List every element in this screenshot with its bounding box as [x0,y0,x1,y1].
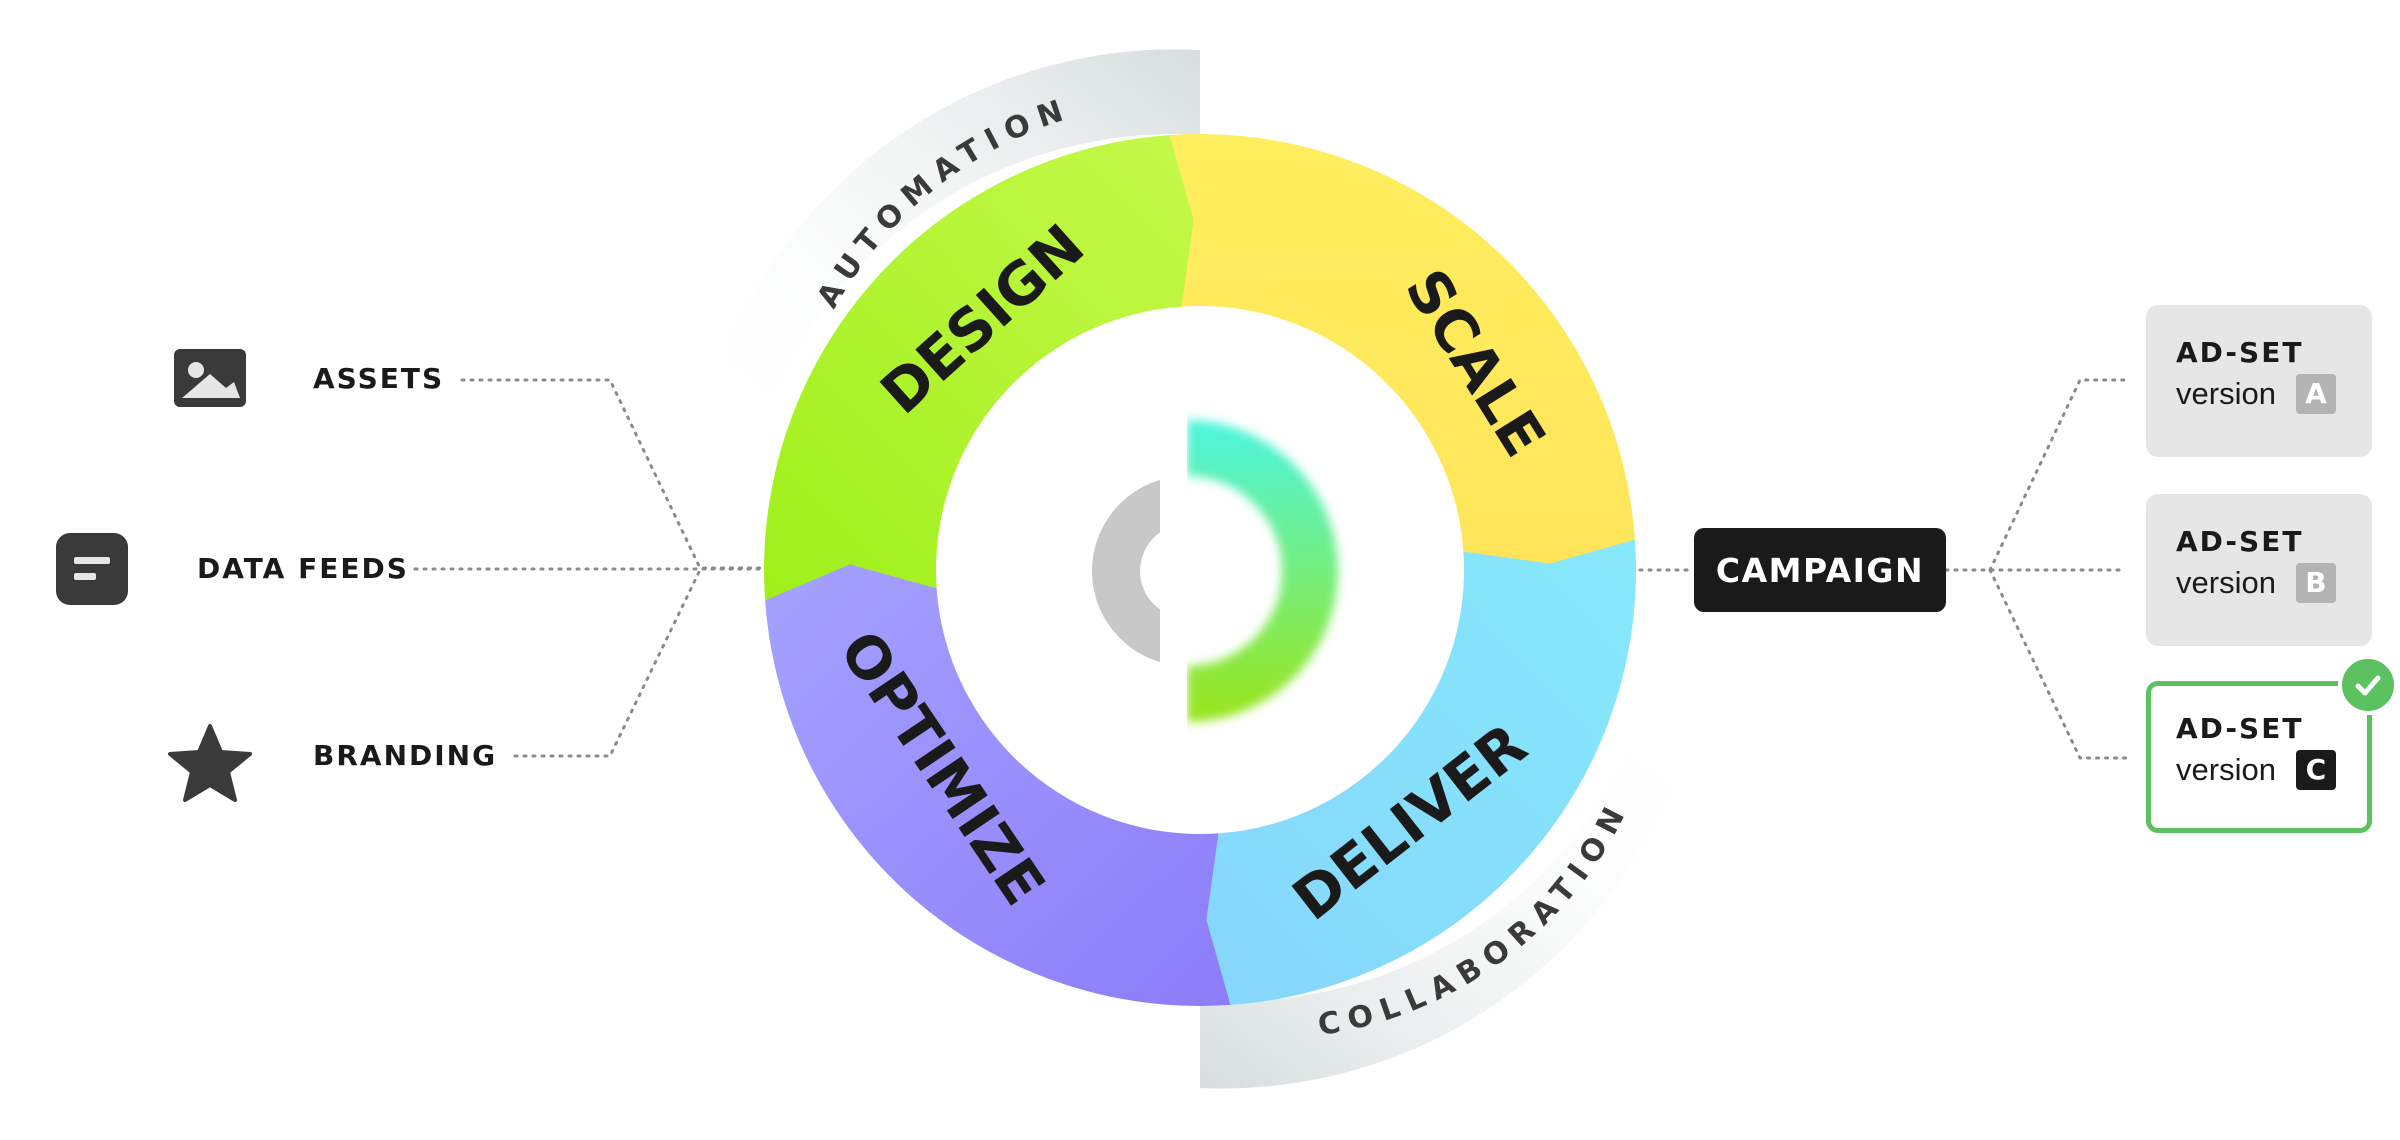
output-connectors [1638,378,2128,760]
ring-segment-design [764,135,1206,601]
adset-card-c[interactable]: AD-SET version C [2146,681,2372,833]
star-icon [168,724,252,802]
automation-band [715,49,1200,420]
adset-version-row: version C [2176,747,2367,793]
campaign-label: CAMPAIGN [1715,550,1925,590]
adset-version-row: version B [2176,560,2372,606]
input-connectors [413,378,764,758]
adset-version-label: version [2176,752,2276,787]
adset-letter-badge: B [2295,563,2336,603]
ring-segment-optimize [765,564,1231,1006]
selected-check-icon [2338,655,2398,715]
adset-version-label: version [2176,376,2276,411]
adset-version-label: version [2176,565,2276,600]
adset-letter-badge: A [2295,374,2336,414]
input-label-data-feeds: DATA FEEDS [197,552,409,585]
collaboration-band [1200,730,1686,1089]
ring-segment-deliver [1194,539,1636,1005]
ring-segment-scale [1169,134,1635,576]
adset-version-row: version A [2176,371,2372,417]
input-label-assets: ASSETS [313,362,445,395]
adset-title: AD-SET [2176,525,2304,558]
adset-title: AD-SET [2176,712,2304,745]
adset-letter-badge: C [2295,750,2336,790]
feed-icon [56,533,128,605]
adset-card-a[interactable]: AD-SET version A [2146,305,2372,457]
image-icon [174,349,246,407]
center-logo-color-half [1187,420,1338,722]
adset-card-b[interactable]: AD-SET version B [2146,494,2372,646]
input-label-branding: BRANDING [313,739,498,772]
adset-title: AD-SET [2176,336,2304,369]
campaign-badge: CAMPAIGN [1694,528,1946,612]
